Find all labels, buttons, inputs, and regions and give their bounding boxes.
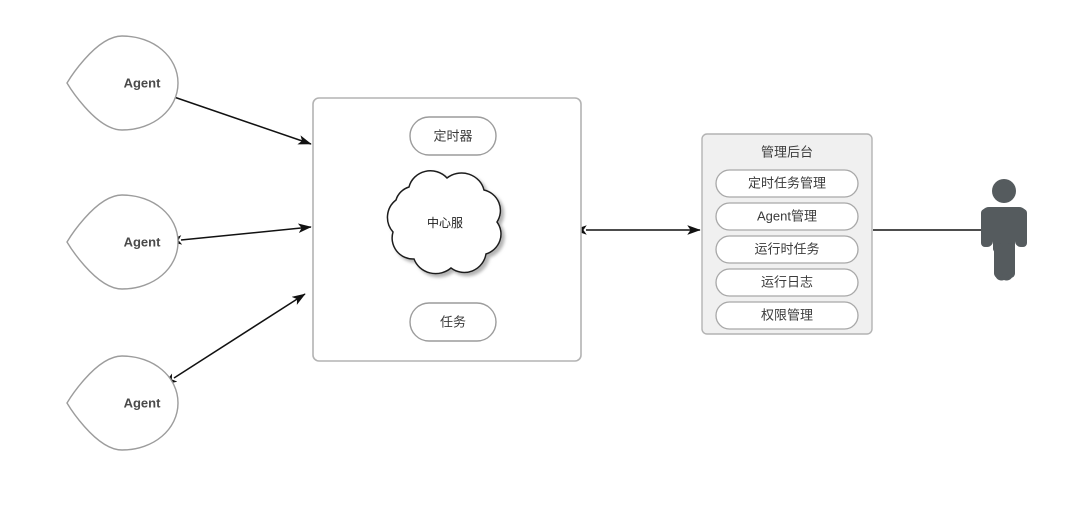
actor-torso-icon [993,207,1015,252]
task-pill-label: 任务 [440,314,466,329]
agent-label: Agent [124,234,162,249]
timer-pill-label: 定时器 [433,128,472,143]
admin-panel-item-label: 运行日志 [761,274,813,289]
actor-left-arm-icon [981,209,989,247]
agent-teardrop-shape [66,194,179,290]
admin-panel-item-4[interactable]: 权限管理 [715,301,859,330]
connector-agent-3-to-center [163,293,306,385]
admin-panel-item-label: 权限管理 [761,307,813,322]
cloud-label: 中心服 [427,215,463,230]
connector-agent-1-to-center [161,92,312,145]
agent-label: Agent [124,395,162,410]
agent-label: Agent [124,75,162,90]
connector-agent-2-to-center [168,223,312,245]
admin-panel-item-label: 运行时任务 [754,241,819,256]
task-pill[interactable]: 任务 [409,302,497,342]
admin-panel-item-3[interactable]: 运行日志 [715,268,859,297]
admin-panel[interactable]: 管理后台 定时任务管理 Agent管理 运行时任务 运行日志 权限管理 [701,133,873,335]
task-pill-shape [409,302,497,342]
agent-teardrop-shape [66,35,179,131]
admin-panel-item-label: Agent管理 [757,208,817,223]
user-actor[interactable] [981,179,1027,281]
timer-pill-shape [409,116,497,156]
actor-right-arm-icon [1019,209,1027,247]
actor-head-icon [992,179,1016,203]
admin-panel-item-label: 定时任务管理 [748,175,826,190]
admin-panel-item-shape [715,268,859,297]
admin-panel-item-shape [715,301,859,330]
admin-panel-item-1[interactable]: Agent管理 [715,202,859,231]
center-service-cloud[interactable]: 中心服 [386,170,502,275]
actor-right-leg-icon [1006,243,1015,278]
admin-panel-title: 管理后台 [761,144,813,159]
cloud-shape [386,170,502,275]
agent-node-3[interactable]: Agent [66,355,179,451]
actor-left-leg-icon [994,243,1003,278]
agent-teardrop-shape [66,355,179,451]
admin-panel-item-shape [715,169,859,198]
admin-panel-item-0[interactable]: 定时任务管理 [715,169,859,198]
timer-pill[interactable]: 定时器 [409,116,497,156]
connector-group [161,92,993,385]
center-server-box[interactable]: 定时器 中心服 任务 [312,97,582,362]
admin-panel-item-2[interactable]: 运行时任务 [715,235,859,264]
admin-panel-item-shape [715,202,859,231]
agent-node-1[interactable]: Agent [66,35,179,131]
agent-node-2[interactable]: Agent [66,194,179,290]
admin-panel-item-shape [715,235,859,264]
